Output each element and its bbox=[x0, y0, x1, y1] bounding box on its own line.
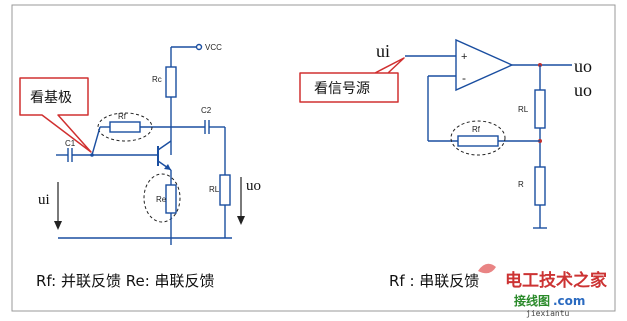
op-amp-minus-label: - bbox=[462, 71, 466, 85]
rl-right-label: RL bbox=[518, 105, 529, 114]
rf-highlight-circle bbox=[97, 112, 153, 142]
rf-right-highlight-circle bbox=[450, 120, 506, 156]
watermark-logo-icon bbox=[478, 263, 496, 274]
watermark-title: 电工技术之家 bbox=[505, 270, 607, 291]
rc-label: Rc bbox=[152, 75, 162, 84]
rf-right-resistor bbox=[457, 135, 499, 147]
watermark-brand: 接线图 bbox=[514, 293, 550, 308]
re-resistor bbox=[165, 184, 177, 214]
uo-label-right-2: uo bbox=[574, 80, 592, 100]
ui-arrow-head bbox=[54, 221, 62, 230]
base-callout-bubble bbox=[19, 77, 92, 153]
rl-resistor bbox=[219, 174, 231, 206]
r-label: R bbox=[518, 180, 524, 189]
emitter-arrow bbox=[164, 164, 171, 170]
vcc-terminal bbox=[195, 43, 203, 51]
right-circuit: + - ui uo uo RL R Rf 看信号源 bbox=[299, 38, 592, 229]
right-caption: Rf : 串联反馈 bbox=[389, 272, 479, 290]
source-callout-text: 看信号源 bbox=[314, 81, 370, 97]
rf-to-base-wire bbox=[91, 126, 101, 156]
base-node bbox=[90, 153, 94, 157]
source-callout-bubble bbox=[299, 57, 405, 103]
re-highlight-circle bbox=[143, 173, 181, 223]
watermark: 电工技术之家 接线图 .com jiexiantu bbox=[478, 263, 607, 318]
ui-label: ui bbox=[38, 192, 50, 208]
transistor-collector bbox=[157, 140, 172, 151]
op-amp-plus-label: + bbox=[461, 51, 467, 63]
rf-right-label: Rf bbox=[472, 125, 481, 134]
frame-border bbox=[11, 4, 616, 312]
left-caption: Rf: 并联反馈 Re: 串联反馈 bbox=[36, 272, 215, 290]
r-resistor bbox=[534, 166, 546, 206]
vcc-label: VCC bbox=[205, 43, 222, 52]
uo-label: uo bbox=[246, 178, 261, 194]
uo-arrow-head bbox=[237, 216, 245, 225]
rl-label: RL bbox=[209, 185, 220, 194]
base-callout-text: 看基极 bbox=[30, 89, 72, 106]
rl-right-resistor bbox=[534, 89, 546, 129]
watermark-suffix: .com bbox=[553, 294, 585, 308]
c1-label: C1 bbox=[65, 139, 76, 148]
c2-label: C2 bbox=[201, 106, 212, 115]
op-amp bbox=[455, 38, 514, 92]
ui-label-right: ui bbox=[376, 41, 390, 61]
uo-label-right-1: uo bbox=[574, 56, 592, 76]
rf-label: Rf bbox=[118, 112, 127, 121]
watermark-site: jiexiantu bbox=[526, 309, 570, 318]
rc-resistor bbox=[165, 66, 177, 98]
left-circuit: VCC Rc C2 RL Rf C1 bbox=[19, 43, 261, 245]
re-label: Re bbox=[156, 195, 167, 204]
rf-resistor bbox=[109, 121, 141, 133]
